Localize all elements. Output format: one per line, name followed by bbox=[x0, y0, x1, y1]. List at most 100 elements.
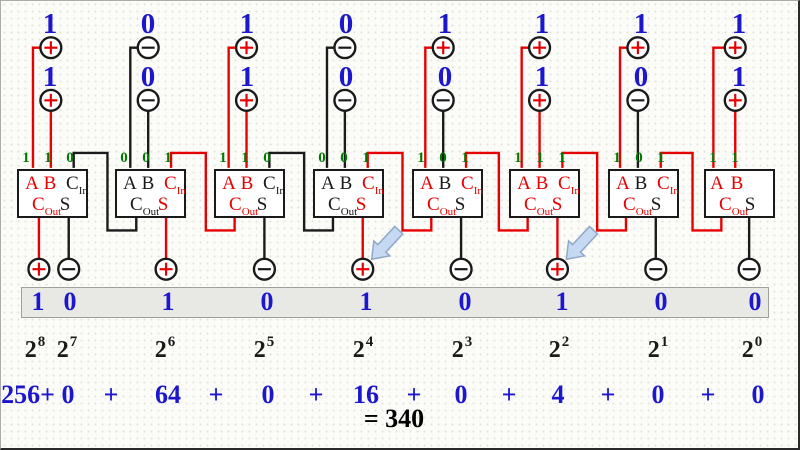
pin-label-cin-subscript: In bbox=[473, 184, 483, 197]
pin-label-cin-subscript: In bbox=[275, 184, 285, 197]
pin-label-a-letter: A bbox=[420, 173, 434, 194]
pin-label-a-letter: A bbox=[222, 173, 236, 194]
result-bit: 0 bbox=[260, 287, 274, 316]
input-a-value: 1 bbox=[239, 8, 255, 40]
input-b-value: 0 bbox=[140, 61, 156, 93]
input-a-plus-circle-icon bbox=[723, 36, 747, 60]
pin-label-a: A bbox=[25, 174, 39, 193]
pin-label-s-letter: S bbox=[355, 194, 367, 215]
input-a-plus-circle-icon bbox=[39, 36, 63, 60]
pin-label-cout-subscript: Out bbox=[142, 205, 160, 218]
sum-minus-circle-icon bbox=[57, 257, 81, 281]
sum-term: 0 bbox=[61, 380, 75, 409]
pin-label-b-letter: B bbox=[535, 173, 549, 194]
input-b-value: 1 bbox=[239, 61, 255, 93]
pin-label-s: S bbox=[455, 195, 466, 214]
input-a-minus-circle-icon bbox=[136, 36, 160, 60]
pin-label-cout-letter: C bbox=[229, 194, 242, 215]
input-b-minus-circle-icon bbox=[431, 88, 455, 112]
total-label: = 340 bbox=[363, 404, 425, 433]
power-exponent: 0 bbox=[754, 334, 763, 350]
pin-label-cin-letter: C bbox=[558, 173, 571, 194]
power-exponent: 6 bbox=[167, 334, 176, 350]
power-exponent: 4 bbox=[365, 334, 374, 350]
adder-box-bit-1 bbox=[608, 169, 679, 218]
bit-label-cin: 1 bbox=[558, 150, 566, 166]
bit-label-b: 1 bbox=[536, 150, 544, 166]
power-base: 2 bbox=[253, 337, 266, 363]
sum-minus-circle-icon bbox=[644, 257, 668, 281]
pin-label-s-letter: S bbox=[650, 194, 662, 215]
adder-box-bit-0 bbox=[704, 169, 775, 218]
bit-label-a: 0 bbox=[318, 150, 326, 166]
pin-label-b: B bbox=[44, 174, 57, 193]
result-bit: 0 bbox=[748, 287, 762, 316]
power-of-two: 25 bbox=[253, 334, 275, 366]
pin-label-s: S bbox=[60, 195, 71, 214]
pin-label-a-letter: A bbox=[517, 173, 531, 194]
pin-label-cin-subscript: In bbox=[669, 184, 679, 197]
pin-label-cout-subscript: Out bbox=[241, 205, 259, 218]
power-of-two: 22 bbox=[549, 334, 570, 366]
power-exponent: 5 bbox=[266, 334, 275, 350]
pin-label-cin-subscript: In bbox=[570, 184, 580, 197]
sum-term: 4 bbox=[551, 380, 565, 409]
plus-sign: + bbox=[308, 380, 324, 409]
pin-label-cout-letter: C bbox=[524, 194, 537, 215]
pin-label-s: S bbox=[651, 195, 662, 214]
result-bit: 0 bbox=[458, 287, 472, 316]
input-a-plus-circle-icon bbox=[527, 36, 552, 60]
sum-term: 0 bbox=[651, 380, 665, 409]
pin-label-s: S bbox=[745, 195, 756, 214]
pin-label-s-letter: S bbox=[256, 194, 268, 215]
bit-label-b: 1 bbox=[241, 150, 249, 166]
pin-label-cout-letter: C bbox=[130, 194, 143, 215]
bit-label-cin: 0 bbox=[66, 150, 74, 166]
adder-box-bit-5 bbox=[214, 169, 285, 218]
carry-wire bbox=[561, 151, 628, 232]
pin-label-cout-subscript: Out bbox=[536, 205, 554, 218]
pin-label-a-letter: A bbox=[123, 173, 137, 194]
pin-label-b-letter: B bbox=[634, 173, 648, 194]
sum-term: 0 bbox=[261, 380, 275, 409]
pin-label-b: B bbox=[536, 174, 549, 193]
bit-label-a: 1 bbox=[417, 150, 425, 166]
input-a-value: 1 bbox=[437, 8, 453, 40]
pin-label-cout-subscript: Out bbox=[439, 205, 457, 218]
plus-sign: + bbox=[208, 380, 224, 409]
bit-label-a: 0 bbox=[120, 150, 128, 166]
pin-label-cin-letter: C bbox=[66, 173, 79, 194]
pin-label-cout: COut bbox=[427, 195, 456, 218]
result-bit: 0 bbox=[63, 287, 77, 316]
sum-term: 0 bbox=[751, 380, 765, 409]
highlight-arrow-icon bbox=[565, 225, 599, 261]
pin-label-s: S bbox=[552, 195, 563, 214]
input-b-minus-circle-icon bbox=[626, 88, 650, 112]
input-b-plus-circle-icon bbox=[723, 88, 747, 112]
pin-label-b-letter: B bbox=[141, 173, 155, 194]
power-exponent: 3 bbox=[464, 334, 473, 350]
pin-label-a-letter: A bbox=[25, 173, 39, 194]
input-a-value: 1 bbox=[633, 8, 649, 40]
power-base: 2 bbox=[154, 337, 167, 363]
power-base: 2 bbox=[647, 337, 660, 363]
pin-label-cout-subscript: Out bbox=[731, 205, 749, 218]
input-b-value: 0 bbox=[338, 61, 354, 93]
bit-label-a: 1 bbox=[219, 150, 227, 166]
power-base: 2 bbox=[451, 337, 464, 363]
adder-box-bit-3 bbox=[412, 169, 483, 218]
sum-term: 256+ bbox=[1, 380, 55, 409]
bit-label-cin: 0 bbox=[263, 150, 271, 166]
input-a-value: 1 bbox=[534, 8, 550, 40]
pin-label-cout-subscript: Out bbox=[635, 205, 653, 218]
pin-label-cin: CIn bbox=[657, 174, 679, 197]
power-of-two: 26 bbox=[154, 334, 176, 366]
result-bit: 1 bbox=[555, 287, 569, 316]
power-of-two: 28 bbox=[25, 334, 46, 366]
input-b-value: 1 bbox=[534, 61, 550, 93]
power-exponent: 7 bbox=[69, 334, 78, 350]
pin-label-cout: COut bbox=[32, 195, 61, 218]
sum-plus-circle-icon bbox=[545, 257, 570, 281]
bit-label-b: 0 bbox=[635, 150, 643, 166]
pin-label-cout-subscript: Out bbox=[340, 205, 358, 218]
